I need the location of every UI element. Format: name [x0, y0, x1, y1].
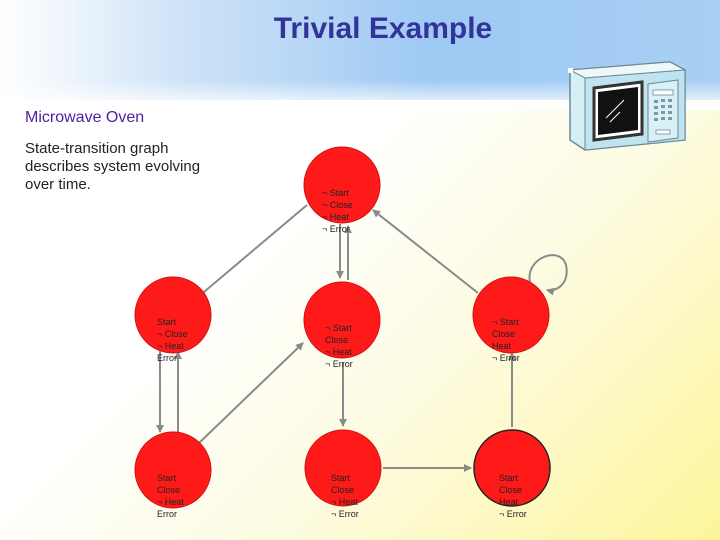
state-node-s0	[303, 146, 381, 224]
state-label-s0: ¬ Start¬ Close¬ Heat¬ Error	[322, 188, 353, 234]
state-node-s3	[472, 276, 550, 354]
state-node-s4	[134, 431, 212, 509]
microwave-oven-icon	[568, 61, 687, 151]
slide-subtitle: Microwave Oven	[25, 109, 145, 126]
edge-s3-self	[528, 254, 568, 296]
state-node-s1	[134, 276, 212, 354]
edge-s3-s0	[372, 209, 479, 294]
slide-title: Trivial Example	[273, 12, 493, 45]
edge-s4-s2	[197, 342, 304, 445]
slide-description: State-transition graph describes system …	[25, 140, 201, 193]
state-node-s2	[303, 281, 381, 359]
edge-s0-s1	[197, 204, 308, 298]
state-node-s6	[473, 429, 551, 507]
state-node-s5	[304, 429, 382, 507]
